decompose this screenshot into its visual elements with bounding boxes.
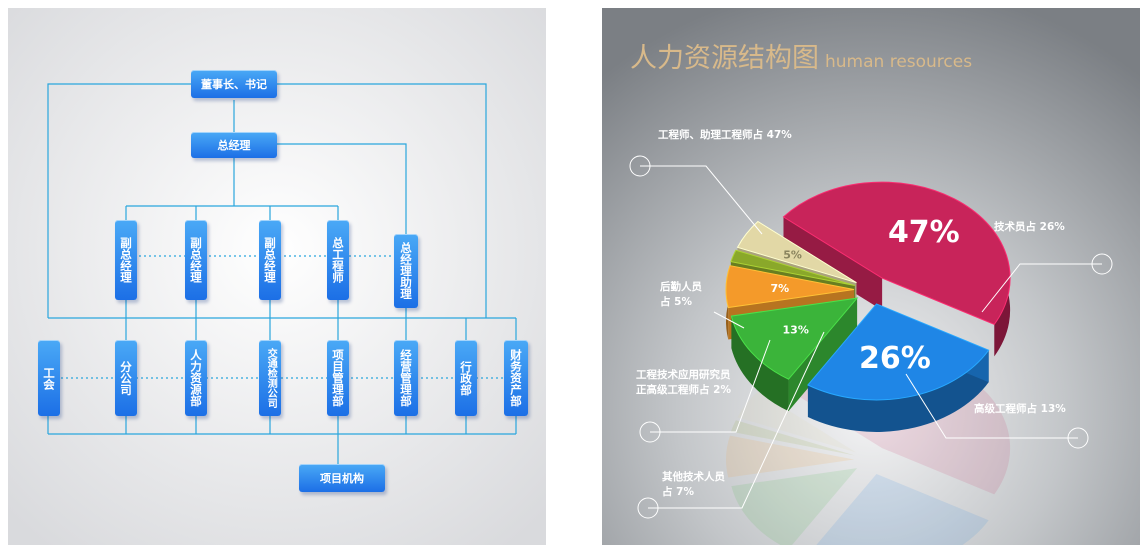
leader-end-circle-0 <box>629 155 651 177</box>
pie-reflection-3 <box>726 435 855 478</box>
row2-box-2: 副总经理 <box>185 220 207 300</box>
pie-reflection-4 <box>731 468 858 545</box>
row2-box-5: 总经理助理 <box>394 234 418 308</box>
pie-slice-side-5 <box>807 350 989 432</box>
project-org-box: 项目机构 <box>299 464 385 492</box>
leader-line-2 <box>905 373 1078 439</box>
row3-box-7: 行政部 <box>455 340 477 416</box>
org-chart-panel: 董事长、书记 总经理 副总经理 副总经理 副总经理 总工程师 总经理助理 工会 … <box>8 8 546 545</box>
slice-label-technicians: 技术员占 26% <box>994 221 1065 233</box>
pie-slice-3 <box>725 265 855 309</box>
pie-title-sub: human resources <box>825 52 973 72</box>
pie-slice-5 <box>807 303 990 401</box>
slice-label-researchers: 工程技术应用研究员 正高级工程师占 2% <box>636 369 731 396</box>
leader-line-0 <box>640 165 763 235</box>
pie-slice-wall-4 <box>788 298 858 412</box>
pie-reflection-1 <box>737 391 857 453</box>
row3-box-1: 工会 <box>38 340 60 416</box>
pie-slice-1 <box>736 220 857 284</box>
slice-label-engineers: 工程师、助理工程师占 47% <box>658 129 792 141</box>
general-manager-box: 总经理 <box>191 132 277 158</box>
pie-reflection-2 <box>730 420 855 456</box>
pie-infographic-panel: 47% 26% 13% 7% 5% 人力资源结构图 human resources 工程师… <box>602 8 1140 545</box>
row2-box-3: 副总经理 <box>259 220 281 300</box>
pie-title-main: 人力资源结构图 <box>630 43 819 74</box>
row3-box-6: 经营管理部 <box>394 340 418 416</box>
row2-box-4: 总工程师 <box>327 220 349 300</box>
slice-label-logistics: 后勤人员 占 5% <box>660 281 702 308</box>
row3-box-3: 人力资源部 <box>185 340 207 416</box>
row3-box-2: 分公司 <box>115 340 137 416</box>
pie-title: 人力资源结构图 human resources <box>630 36 972 75</box>
leader-end-circle-2 <box>1067 427 1089 449</box>
slice-label-senior-engineers: 高级工程师占 13% <box>974 403 1066 415</box>
leader-end-circle-1 <box>1091 253 1113 275</box>
pie-chart-svg: 47% 26% 13% 7% 5% <box>602 8 1140 545</box>
row3-box-8: 财务资产部 <box>504 340 528 416</box>
row2-box-1: 副总经理 <box>115 220 137 300</box>
leader-line-5 <box>713 311 745 329</box>
row3-box-4: 交通检测公司 <box>259 340 281 416</box>
slice-label-other-tech: 其他技术人员 占 7% <box>662 471 725 498</box>
pie-pct-label-5: 5% <box>783 248 802 261</box>
pie-slice-2 <box>730 249 856 287</box>
pie-slice-wall-0 <box>783 216 883 311</box>
pie-reflection-5 <box>816 473 989 545</box>
leader-line-4 <box>650 339 771 433</box>
chairman-box: 董事长、书记 <box>191 70 277 98</box>
row3-box-5: 项目管理部 <box>327 340 349 416</box>
pie-slice-side-4 <box>731 316 789 412</box>
pie-pct-label-2: 13% <box>783 323 809 336</box>
pie-slice-0 <box>782 181 1011 325</box>
leader-end-circle-4 <box>639 421 661 443</box>
leader-line-1 <box>981 263 1102 313</box>
pie-pct-label-1: 26% <box>859 341 931 376</box>
leader-end-circle-3 <box>637 497 659 519</box>
pie-pct-label-3: 7% <box>770 282 789 295</box>
pie-pct-label-0: 47% <box>888 215 960 250</box>
leader-line-3 <box>648 331 825 509</box>
